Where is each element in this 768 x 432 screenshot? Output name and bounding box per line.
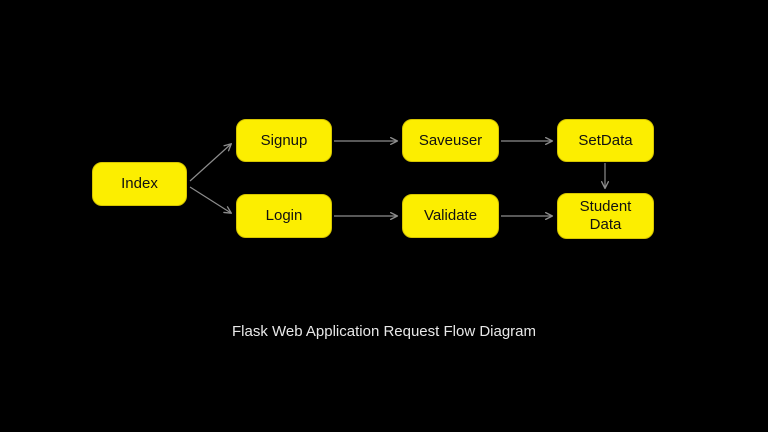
node-signup-label: Signup xyxy=(260,131,308,149)
node-setdata-label: SetData xyxy=(578,131,633,149)
edge-index-to-login xyxy=(189,186,233,214)
node-studentdata-label: Student Data xyxy=(579,198,632,233)
node-studentdata: Student Data xyxy=(557,193,654,239)
diagram-caption: Flask Web Application Request Flow Diagr… xyxy=(231,323,537,340)
node-validate: Validate xyxy=(402,194,499,238)
node-signup: Signup xyxy=(236,119,332,162)
node-login: Login xyxy=(236,194,332,238)
node-saveuser-label: Saveuser xyxy=(418,131,483,149)
node-setdata: SetData xyxy=(557,119,654,162)
edge-index-to-signup xyxy=(189,143,232,182)
node-login-label: Login xyxy=(265,207,303,224)
node-index: Index xyxy=(92,162,187,206)
node-saveuser: Saveuser xyxy=(402,119,499,162)
node-index-label: Index xyxy=(121,175,158,192)
node-validate-label: Validate xyxy=(423,207,478,224)
